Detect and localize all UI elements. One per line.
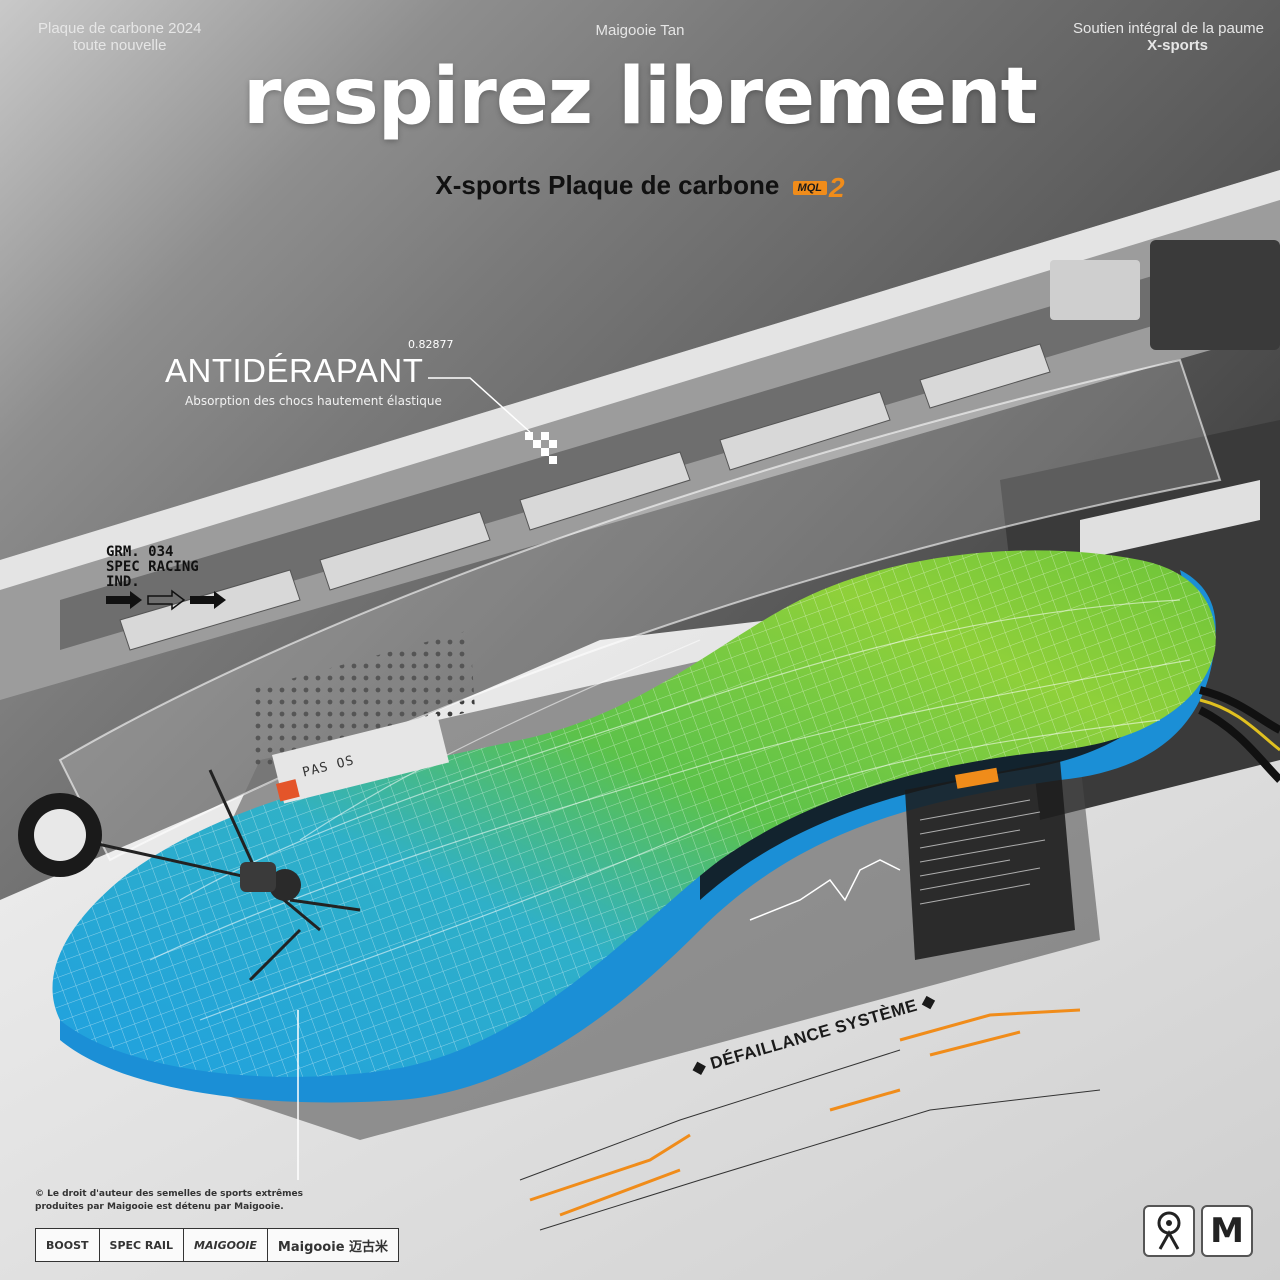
grm-line3: IND. [106,574,140,590]
brand-icons: M [1143,1205,1253,1257]
top-left-caption: Plaque de carbone 2024 toute nouvelle [38,20,201,54]
logo-strip: BOOST SPEC RAIL MAIGOOIE Maigooie 迈古米 [35,1228,400,1262]
callout-subtitle: Absorption des chocs hautement élastique [185,394,442,408]
logo-maigooie: MAIGOOIE [184,1229,268,1261]
mql-badge-box: MQL [792,180,827,195]
grm-line2: SPEC RACING [106,559,199,575]
logo-maigooie-cn: Maigooie 迈古米 [277,1239,389,1255]
callout-line [428,377,531,433]
subline-text: X-sports Plaque de carbone [435,170,780,200]
mql-badge-number: 2 [828,171,845,203]
top-right-caption: Soutien intégral de la paume X-sports [1073,20,1264,54]
logo-boost: BOOST [36,1229,100,1261]
callout-code: 0.82877 [408,338,454,351]
arrow-row [106,589,226,611]
grm-line1: GRM. 034 [106,544,174,560]
top-left-line1: Plaque de carbone 2024 [38,20,202,37]
copyright-notice: © Le droit d'auteur des semelles de spor… [35,1189,303,1212]
logo-spec-rail: SPEC RAIL [100,1229,185,1261]
top-right-line1: Soutien intégral de la paume [1073,20,1264,37]
callout-title: ANTIDÉRAPANT [165,352,424,389]
orange-accents [529,1008,1081,1217]
mascot-icon [1143,1205,1195,1257]
top-right-line2: X-sports [1147,37,1208,54]
top-center-caption: Maigooie Tan [595,22,685,39]
grm-label: GRM. 034 SPEC RACING IND. [106,545,199,590]
data-screen [905,760,1075,960]
top-left-line2: toute nouvelle [73,37,167,54]
headline: respirez librement [243,52,1038,142]
m-logo-icon: M [1201,1205,1253,1257]
